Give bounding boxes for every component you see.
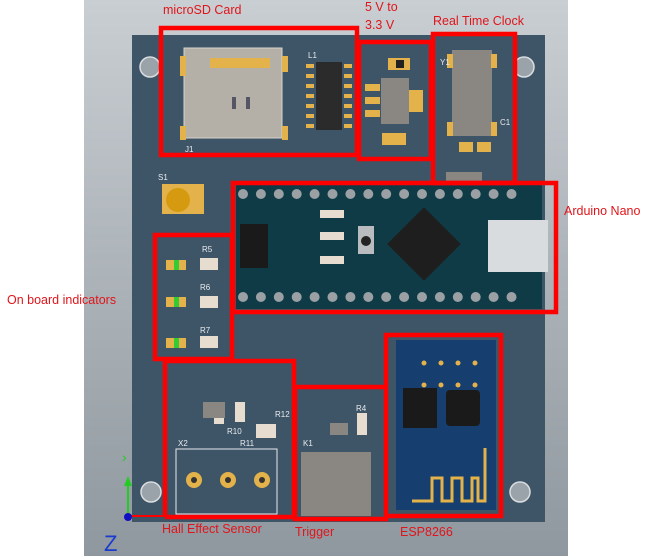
header-pin — [470, 292, 481, 302]
designator-r11: R11 — [240, 439, 255, 448]
designator-r7: R7 — [200, 326, 211, 335]
header-pin — [452, 292, 463, 302]
label-microsd: microSD Card — [163, 3, 242, 17]
header-pin — [488, 189, 499, 199]
hall-sensor-components — [175, 402, 278, 515]
header-pin — [488, 292, 499, 302]
header-pin — [506, 292, 517, 302]
trigger-relay — [301, 413, 371, 516]
esp8266-module — [396, 340, 496, 510]
label-regulator-line1: 5 V to — [365, 0, 398, 14]
header-pin — [506, 189, 517, 199]
header-pin — [417, 189, 427, 199]
header-pin — [273, 189, 284, 199]
designator-r6: R6 — [200, 283, 211, 292]
header-pin — [417, 292, 427, 302]
designator-j1: J1 — [185, 145, 194, 154]
designator-k1: K1 — [303, 439, 313, 448]
header-pin — [381, 189, 392, 199]
header-pin — [309, 292, 320, 302]
label-hall-sensor: Hall Effect Sensor — [162, 522, 262, 536]
header-pin — [363, 189, 374, 199]
y-axis-glyph: › — [122, 449, 127, 465]
header-pin — [255, 189, 266, 199]
header-pin — [238, 292, 248, 302]
label-arduino-nano: Arduino Nano — [564, 204, 640, 218]
header-pin — [291, 189, 302, 199]
header-pin — [452, 189, 463, 199]
box-trigger — [292, 384, 389, 522]
designator-r5: R5 — [202, 245, 213, 254]
header-pin — [309, 189, 320, 199]
header-pin — [399, 292, 410, 302]
label-trigger: Trigger — [295, 525, 334, 539]
header-pin — [255, 292, 266, 302]
box-hall-sensor — [162, 358, 297, 520]
designator-r4: R4 — [356, 404, 367, 413]
header-pin — [291, 292, 302, 302]
arduino-nano-module — [236, 185, 548, 309]
designator-y1: Y1 — [440, 58, 450, 67]
label-regulator-line2: 3.3 V — [365, 18, 395, 32]
axis-triad: › Z — [104, 449, 165, 556]
designator-r10: R10 — [227, 427, 242, 436]
designator-c1: C1 — [500, 118, 511, 127]
annotation-boxes — [152, 25, 559, 522]
push-button-s1 — [162, 184, 204, 214]
voltage-regulator — [365, 58, 423, 145]
header-pin — [363, 292, 374, 302]
header-pin — [273, 292, 284, 302]
designator-l1: L1 — [308, 51, 317, 60]
header-pin — [381, 292, 392, 302]
header-pin — [327, 292, 338, 302]
z-axis-label: Z — [104, 531, 117, 556]
indicator-leds — [166, 258, 218, 348]
microsd-socket — [180, 47, 288, 140]
header-pin — [327, 189, 338, 199]
box-esp8266 — [383, 332, 504, 519]
designator-r12: R12 — [275, 410, 290, 419]
header-pin — [434, 189, 445, 199]
mounting-holes — [139, 56, 535, 503]
header-pin — [345, 189, 356, 199]
label-indicators: On board indicators — [7, 293, 116, 307]
header-pin — [434, 292, 445, 302]
designator-s1: S1 — [158, 173, 168, 182]
header-pin — [238, 189, 248, 199]
header-pin — [345, 292, 356, 302]
label-rtc: Real Time Clock — [433, 14, 525, 28]
designator-x2: X2 — [178, 439, 188, 448]
header-pin — [470, 189, 481, 199]
level-shifter-chip — [306, 62, 352, 130]
header-pin — [399, 189, 410, 199]
label-esp8266: ESP8266 — [400, 525, 453, 539]
